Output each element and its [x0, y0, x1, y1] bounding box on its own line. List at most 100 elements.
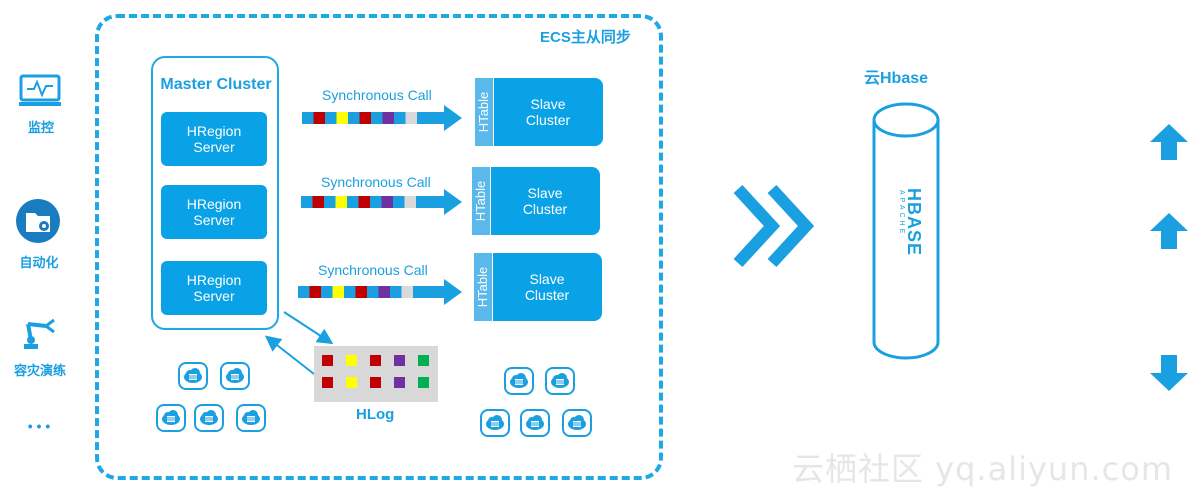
sync-data-block: [393, 196, 405, 208]
htable-label: HTable: [473, 180, 488, 222]
hbase-cylinder: APACHE HBASE: [872, 102, 940, 360]
slave-line2: Cluster: [525, 112, 571, 128]
monitor-icon[interactable]: [19, 74, 61, 108]
htable-label-box: HTable: [472, 167, 491, 235]
sync-data-block: [309, 286, 321, 298]
hlog-label: HLog: [356, 406, 395, 423]
sync-arrow-head: [444, 105, 462, 131]
master-cluster-title: Master Cluster: [160, 76, 272, 93]
automation-folder-icon[interactable]: [15, 198, 61, 244]
hregion-server-line1: HRegion: [186, 123, 242, 139]
sync-data-block: [390, 286, 402, 298]
sync-arrow-head: [444, 279, 462, 305]
cloud-server-icon: [236, 404, 266, 432]
cloud-server-icon: [545, 367, 575, 395]
hlog-block: [394, 377, 405, 388]
hregion-server-3[interactable]: HRegion Server: [161, 261, 267, 315]
watermark: 云栖社区 yq.aliyun.com: [792, 450, 1174, 488]
slave-line1: Slave: [530, 96, 566, 112]
robot-arm-icon[interactable]: [20, 316, 58, 350]
hlog-connector-arrows: [264, 311, 334, 375]
sync-data-block: [298, 286, 310, 298]
sidebar-item-monitor[interactable]: 监控: [27, 120, 54, 135]
htable-label-box: HTable: [474, 253, 493, 321]
sync-data-block: [355, 286, 367, 298]
sync-data-block: [404, 196, 416, 208]
ecs-title: ECS主从同步: [540, 29, 631, 46]
hregion-server-1[interactable]: HRegion Server: [161, 112, 267, 166]
slave-line2: Cluster: [524, 287, 570, 303]
sync-data-block: [324, 196, 336, 208]
sync-data-block: [325, 112, 337, 124]
sync-data-block: [394, 112, 406, 124]
sync-data-block: [370, 196, 382, 208]
sync-arrow-shaft: [416, 196, 444, 208]
hlog-block: [322, 377, 333, 388]
sync-data-block: [336, 112, 348, 124]
double-chevron-icon: [733, 184, 815, 268]
sidebar-item-dr-drill[interactable]: 容灾演练: [13, 363, 66, 378]
sync-arrow: [301, 189, 462, 215]
hlog-blocks: [322, 355, 429, 388]
sync-data-block: [335, 196, 347, 208]
sync-data-block: [332, 286, 344, 298]
hlog-block: [370, 377, 381, 388]
hbase-logo-small: APACHE: [898, 190, 905, 236]
more-dots-icon[interactable]: • • •: [27, 418, 51, 434]
hbase-title: 云Hbase: [864, 70, 929, 87]
sync-data-block: [359, 112, 371, 124]
hlog-block: [370, 355, 381, 366]
sync-arrow: [302, 105, 462, 131]
sync-data-block: [358, 196, 370, 208]
sync-data-block: [367, 286, 379, 298]
hlog-block: [322, 355, 333, 366]
sync-data-block: [321, 286, 333, 298]
hregion-server-line2: Server: [193, 139, 235, 155]
sync-data-block: [401, 286, 413, 298]
slave-line1: Slave: [527, 185, 563, 201]
cloud-server-icon: [194, 404, 224, 432]
sync-arrow-shaft: [413, 286, 444, 298]
sync-data-block: [312, 196, 324, 208]
sync-data-block: [371, 112, 383, 124]
sync-data-block: [348, 112, 360, 124]
cloud-server-icon: [220, 362, 250, 390]
sync-call-label-2: Synchronous Call: [321, 174, 431, 190]
cloud-server-icon: [520, 409, 550, 437]
hregion-server-line1: HRegion: [186, 272, 242, 288]
cloud-server-icon: [562, 409, 592, 437]
hlog-block: [394, 355, 405, 366]
sync-data-block: [347, 196, 359, 208]
sidebar-item-automation[interactable]: 自动化: [19, 255, 59, 270]
cloud-server-icon: [480, 409, 510, 437]
sync-data-block: [381, 196, 393, 208]
ecs-sync-region: [95, 14, 663, 480]
sync-arrows: [298, 105, 462, 305]
sync-arrow-shaft: [417, 112, 444, 124]
down-arrow-icon: [1150, 355, 1188, 391]
hregion-server-line1: HRegion: [186, 196, 242, 212]
hlog-block: [418, 355, 429, 366]
slave-line2: Cluster: [522, 201, 568, 217]
htable-label: HTable: [476, 91, 491, 133]
sync-data-block: [378, 286, 390, 298]
htable-label-box: HTable: [475, 78, 494, 146]
sync-data-block: [301, 196, 313, 208]
sync-data-block: [344, 286, 356, 298]
hlog-block: [346, 355, 357, 366]
sync-call-label-1: Synchronous Call: [322, 87, 432, 103]
hlog-block: [346, 377, 357, 388]
cloud-server-icon: [504, 367, 534, 395]
hregion-server-line2: Server: [193, 212, 235, 228]
up-arrow-icon: [1150, 213, 1188, 249]
sync-data-block: [313, 112, 325, 124]
sync-arrow: [298, 279, 462, 305]
hlog-block: [418, 377, 429, 388]
hbase-logo-large: HBASE: [904, 188, 924, 256]
hregion-server-2[interactable]: HRegion Server: [161, 185, 267, 239]
hregion-server-line2: Server: [193, 288, 235, 304]
cloud-server-icon: [178, 362, 208, 390]
